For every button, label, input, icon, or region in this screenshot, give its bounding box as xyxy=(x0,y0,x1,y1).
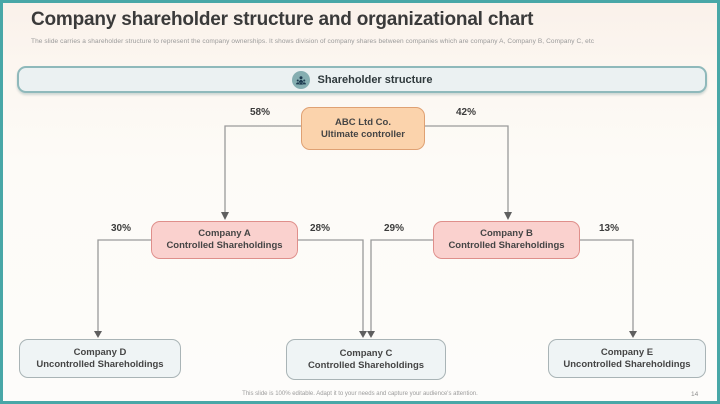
connector-lines xyxy=(94,125,637,338)
node-title: Company D xyxy=(73,346,127,358)
node-abc-ltd-co: ABC Ltd Co. Ultimate controller xyxy=(301,107,425,150)
node-title: ABC Ltd Co. xyxy=(335,116,391,128)
node-title: Company B xyxy=(480,228,533,240)
edge-label-28: 28% xyxy=(309,223,331,234)
node-title: Company A xyxy=(198,228,251,240)
node-company-b: Company B Controlled Shareholdings xyxy=(433,221,580,259)
banner-label: Shareholder structure xyxy=(317,73,433,86)
node-subtitle: Controlled Shareholdings xyxy=(166,240,283,251)
edge-label-58: 58% xyxy=(249,107,271,118)
edge-label-42: 42% xyxy=(455,107,477,118)
page-subtitle: The slide carries a shareholder structur… xyxy=(31,38,595,45)
page-title: Company shareholder structure and organi… xyxy=(31,9,534,30)
node-subtitle: Controlled Shareholdings xyxy=(448,240,565,251)
node-company-a: Company A Controlled Shareholdings xyxy=(151,221,298,259)
node-subtitle: Ultimate controller xyxy=(321,128,405,140)
edge-label-30: 30% xyxy=(110,223,132,234)
shareholder-structure-banner: Shareholder structure xyxy=(17,66,707,93)
node-subtitle: Controlled Shareholdings xyxy=(307,359,425,371)
node-company-c: Company C Controlled Shareholdings xyxy=(286,339,446,380)
people-group-icon xyxy=(291,70,310,89)
node-subtitle: Uncontrolled Shareholdings xyxy=(36,358,164,370)
footer-note: This slide is 100% editable. Adapt it to… xyxy=(242,391,478,397)
node-company-d: Company D Uncontrolled Shareholdings xyxy=(19,339,181,378)
node-subtitle: Uncontrolled Shareholdings xyxy=(563,358,691,370)
edge-label-13: 13% xyxy=(598,223,620,234)
edge-label-29: 29% xyxy=(383,223,405,234)
node-title: Company C xyxy=(339,347,393,359)
page-number: 14 xyxy=(691,391,699,398)
node-company-e: Company E Uncontrolled Shareholdings xyxy=(548,339,706,378)
node-title: Company E xyxy=(600,346,654,358)
